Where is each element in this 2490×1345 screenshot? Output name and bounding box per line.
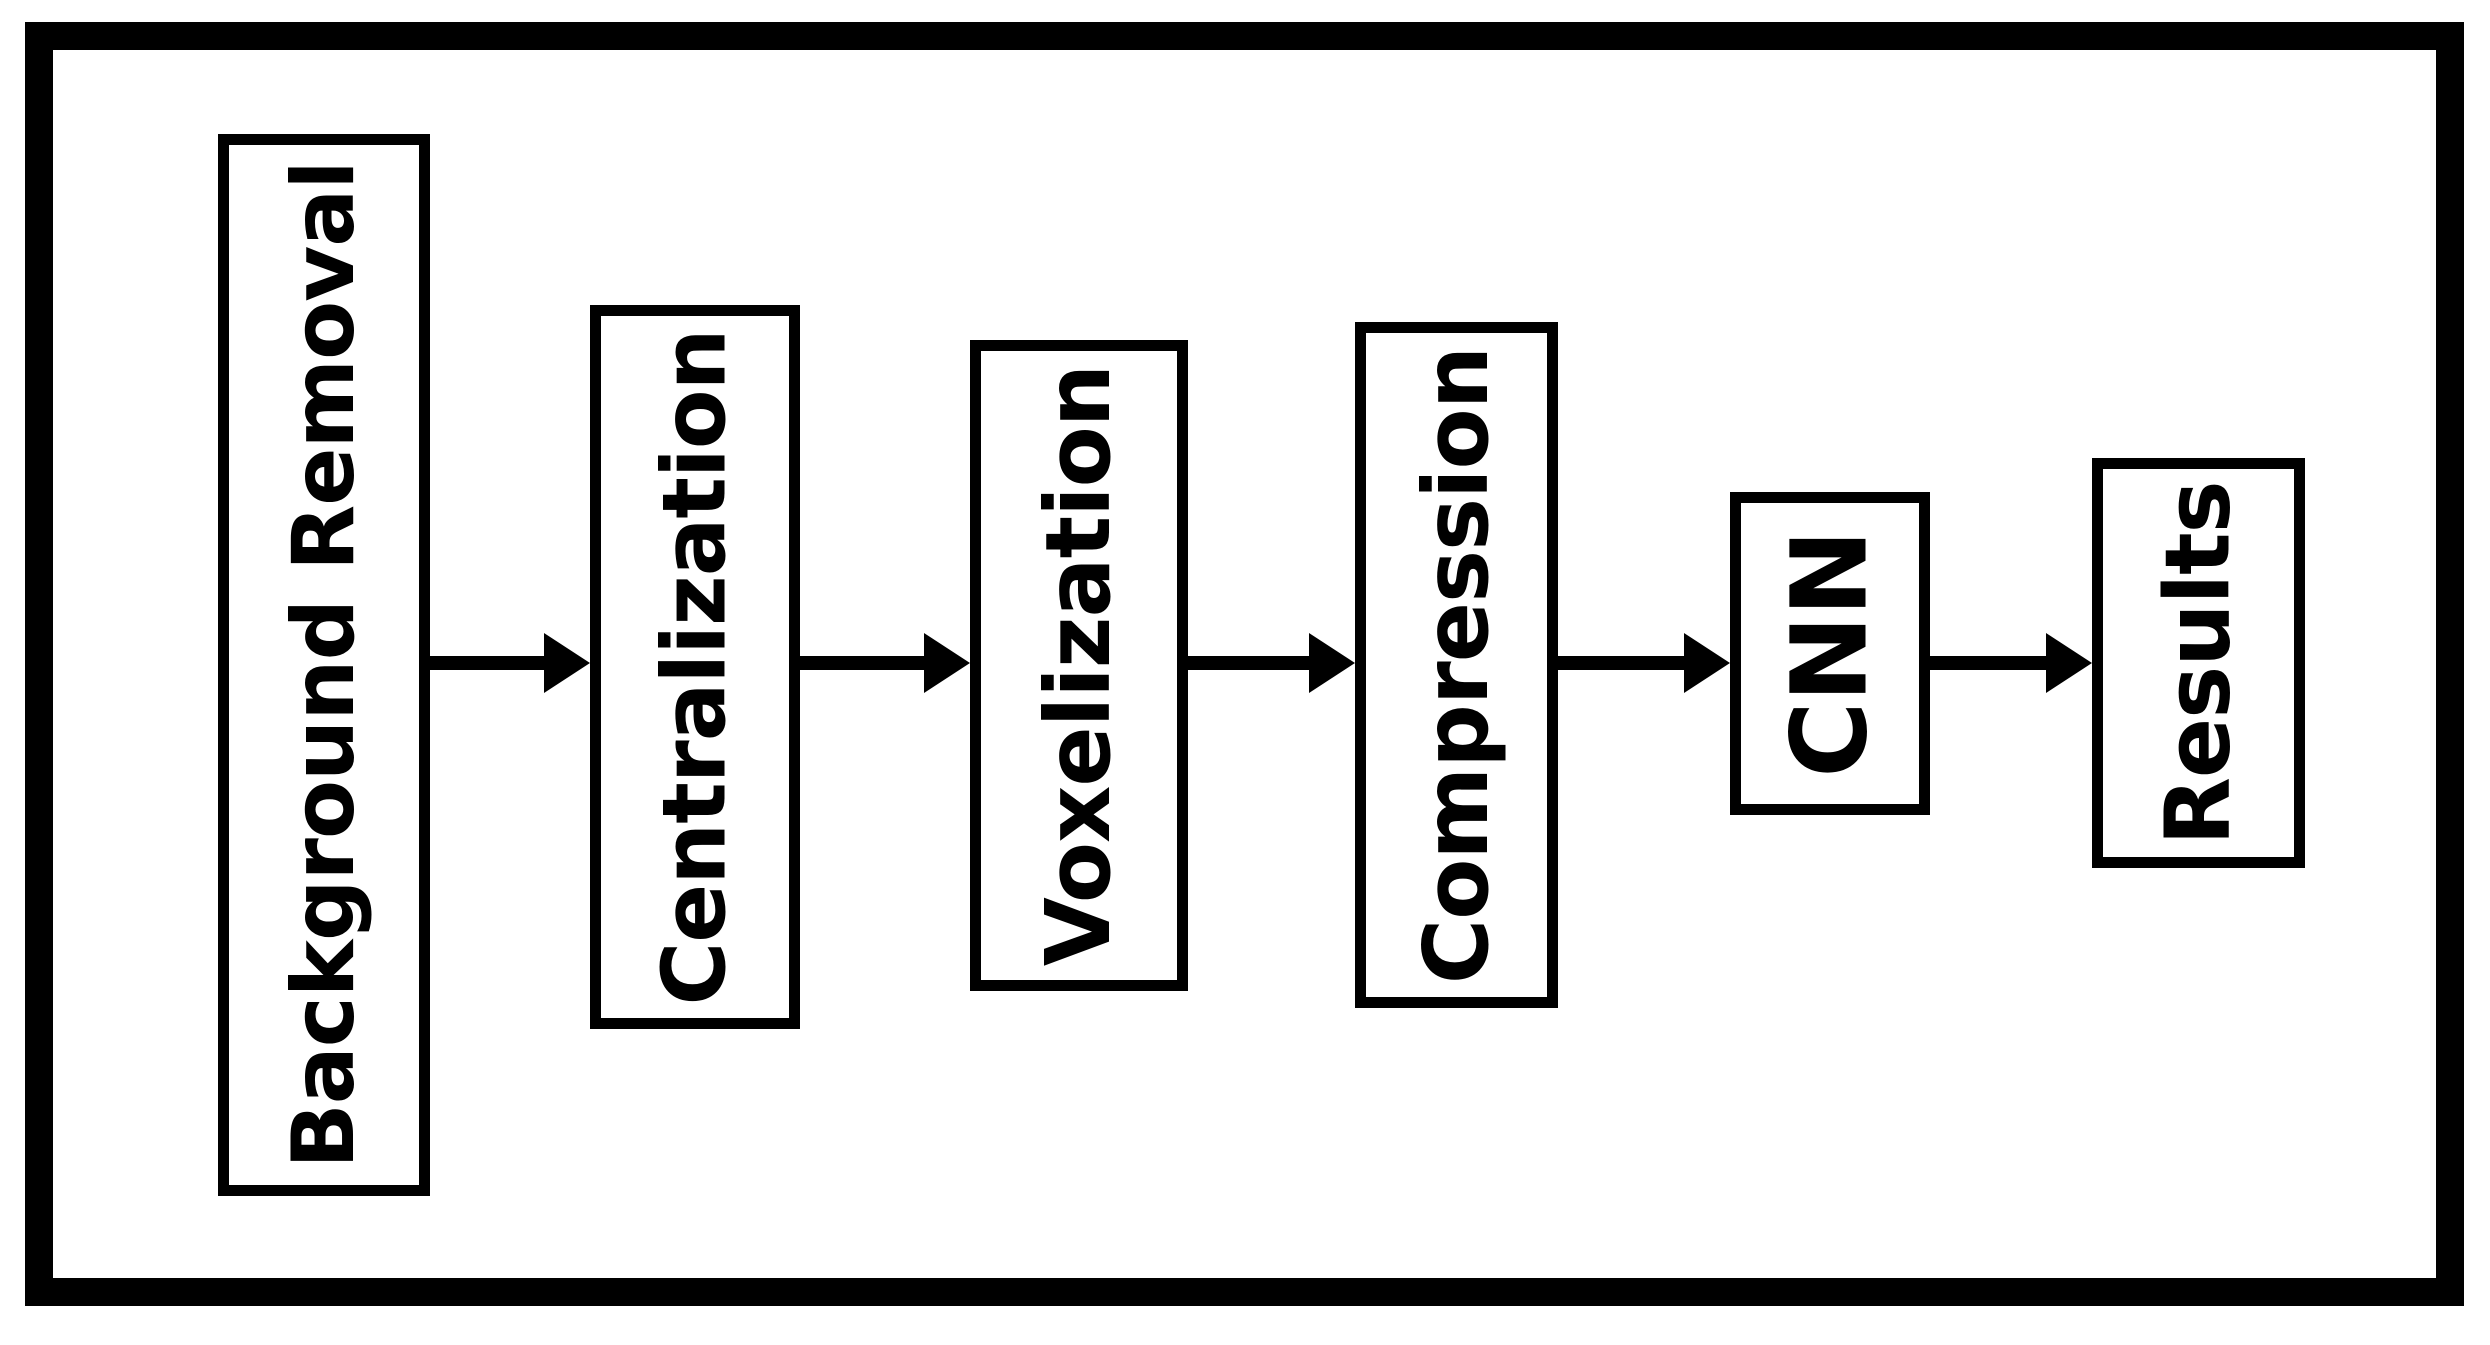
pipeline-stage-label: CNN — [1769, 529, 1891, 778]
arrow-head-icon — [544, 633, 590, 693]
pipeline-stage-box: Voxelization — [970, 340, 1188, 991]
pipeline-stage-label: Voxelization — [1026, 364, 1131, 967]
arrow-head-icon — [1684, 633, 1730, 693]
pipeline-stage-label: Centralization — [643, 328, 746, 1006]
arrow-shaft — [1928, 656, 2052, 670]
arrow-shaft — [1556, 656, 1690, 670]
pipeline-stage-label: Background Removal — [274, 161, 375, 1169]
pipeline-stage-box: Compression — [1355, 322, 1558, 1008]
arrow-head-icon — [1309, 633, 1355, 693]
arrow-shaft — [1186, 656, 1315, 670]
diagram-outer-frame: Background Removal Centralization Voxeliza… — [25, 22, 2464, 1306]
arrow-head-icon — [924, 633, 970, 693]
pipeline-stage-label: Compression — [1404, 346, 1508, 984]
pipeline-stage-box: CNN — [1730, 492, 1930, 815]
arrow-shaft — [798, 656, 930, 670]
arrow-shaft — [425, 656, 550, 670]
pipeline-stage-box: Background Removal — [218, 134, 430, 1196]
pipeline-stage-box: Results — [2092, 458, 2305, 868]
pipeline-stage-box: Centralization — [590, 305, 800, 1029]
arrow-head-icon — [2046, 633, 2092, 693]
pipeline-stage-label: Results — [2146, 480, 2251, 846]
